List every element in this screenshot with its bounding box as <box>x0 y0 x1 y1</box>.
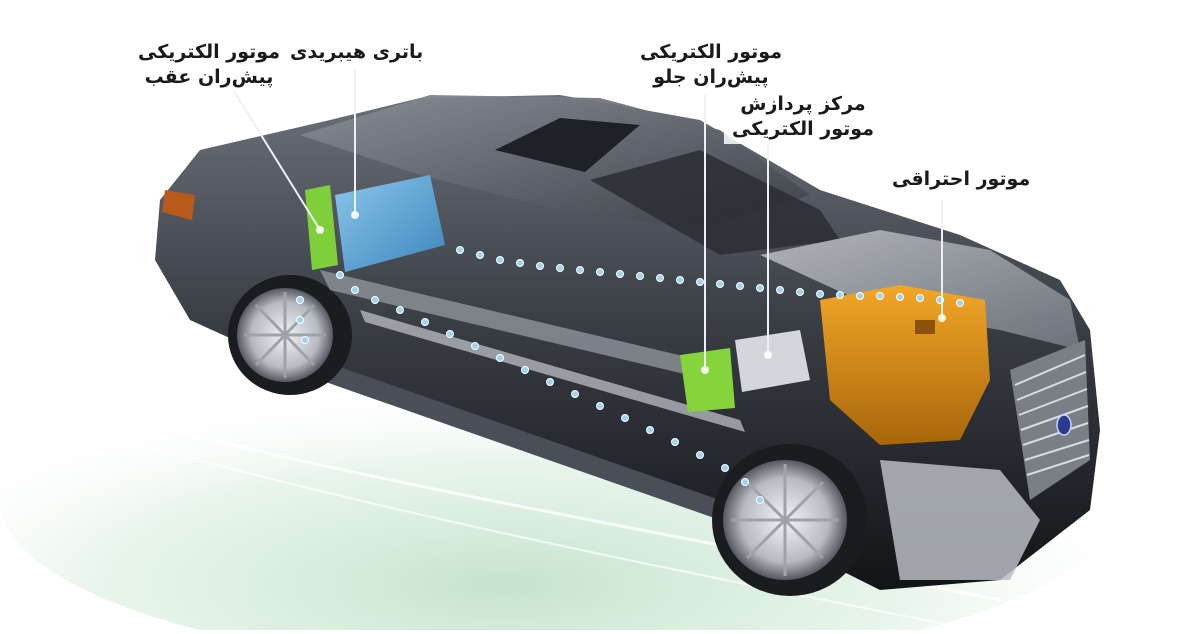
pcu-component <box>735 330 810 392</box>
engine-component <box>820 285 990 445</box>
front-wheel <box>712 444 868 596</box>
rear-wheel <box>228 275 352 395</box>
label-combustion-engine: موتور احتراقی <box>884 165 1039 194</box>
front-grille <box>1010 340 1090 500</box>
speed-streak <box>89 429 951 626</box>
leader-lines <box>229 70 943 370</box>
sunroof <box>495 118 640 172</box>
tail-light <box>162 190 195 220</box>
energy-flow-dots <box>296 246 964 504</box>
hybrid-battery-component <box>335 175 445 272</box>
leader-endpoints <box>316 211 946 374</box>
windshield <box>590 150 840 255</box>
label-hybrid-battery: باتری هیبریدی <box>282 38 432 67</box>
label-front-electric-motor: موتور الکتریکی پیش‌ران جلو <box>632 38 790 92</box>
exhaust-pipe <box>360 310 745 432</box>
label-power-control-unit: مرکز پردازش موتور الکتریکی <box>724 90 882 144</box>
engine-badge <box>915 320 935 334</box>
label-rear-electric-motor: موتور الکتریکی پیش‌ران عقب <box>130 38 288 92</box>
front-motor-component <box>680 348 735 412</box>
drive-shaft <box>320 270 710 380</box>
front-bumper <box>880 460 1040 580</box>
side-sill <box>320 360 720 520</box>
